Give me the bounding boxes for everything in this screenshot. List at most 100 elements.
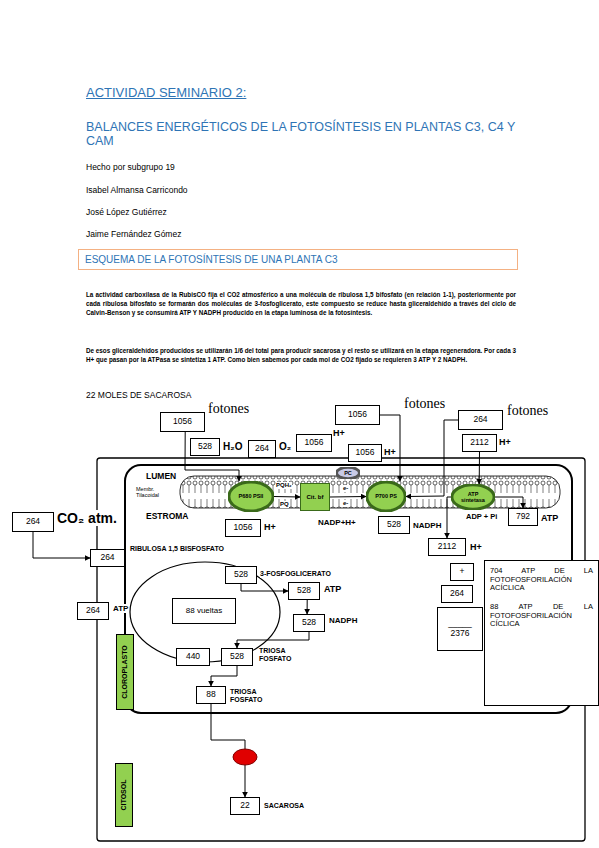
- ellipse-outline: [452, 485, 494, 509]
- node-text: 264: [100, 553, 114, 563]
- diagram-label: H+: [499, 437, 511, 447]
- connector: [241, 584, 288, 591]
- node-content: ESQUEMA DE LA FOTOSÍNTESIS DE UNA PLANTA…: [85, 254, 337, 266]
- connector: [274, 496, 300, 498]
- node-content: 2112: [470, 438, 488, 448]
- node-text: 528: [198, 442, 212, 452]
- quantity-box: 792: [508, 508, 538, 526]
- node-content: 1056: [305, 438, 324, 448]
- diagram-label: H₂O: [223, 441, 242, 453]
- node-content: 440: [186, 652, 200, 662]
- node-text: 2112: [470, 438, 488, 448]
- node-content: _____2376: [448, 619, 472, 639]
- node-text: ESQUEMA DE LA FOTOSÍNTESIS DE UNA PLANTA…: [85, 254, 337, 266]
- diagram-label: 3-FOSFOGLICERATO: [260, 570, 331, 578]
- connector: [380, 415, 400, 481]
- node-content: Cit. bf: [307, 494, 324, 501]
- document-text: La actividad carboxilasa de la RubisCO f…: [86, 290, 516, 317]
- connector: [237, 632, 309, 648]
- quantity-box: 528: [221, 648, 253, 666]
- diagram-label: NADP+H+: [318, 518, 356, 527]
- diagram-label: CO₂ atm.: [57, 510, 117, 526]
- node-content: 264: [26, 517, 40, 527]
- node-text: 528: [234, 570, 248, 580]
- diagram-label: PQ: [280, 501, 289, 508]
- node-text: 1056: [356, 448, 375, 458]
- node-text: CITOSOL: [120, 780, 128, 811]
- ellipse-outline: [336, 467, 359, 478]
- node-content: 528: [230, 652, 244, 662]
- quantity-box: 1056: [335, 405, 380, 425]
- connector: [406, 420, 458, 497]
- page-title: ACTIVIDAD SEMINARIO 2:: [86, 86, 246, 101]
- node-content: 528: [198, 442, 212, 452]
- node-content: P700 PS: [375, 493, 397, 499]
- node-content: 88 vueltas: [186, 606, 222, 615]
- document-text: De esos gliceraldehídos producidos se ut…: [86, 346, 516, 364]
- node-text: Cit. bf: [307, 494, 324, 501]
- compartment-bar: CLOROPLASTO: [116, 634, 134, 710]
- node-text: 528: [230, 652, 244, 662]
- document-text: BALANCES ENERGÉTICOS DE LA FOTOSÍNTESIS …: [86, 120, 526, 149]
- node-content: 2112: [438, 542, 456, 552]
- quantity-box: 264: [77, 602, 109, 620]
- node-text: 88: [206, 690, 215, 700]
- quantity-box: 528: [190, 438, 220, 456]
- node-content: ATP sintetasa: [456, 491, 490, 504]
- node-content: 528: [234, 570, 248, 580]
- node-text: 264: [255, 444, 269, 454]
- node-content: P680 PSII: [239, 493, 264, 499]
- diagram-label: LUMEN: [146, 472, 176, 482]
- quantity-box: 22: [230, 797, 260, 815]
- diagram-label: ADP + Pi: [466, 513, 497, 522]
- node-text: 440: [186, 652, 200, 662]
- node-text: 528: [297, 586, 311, 596]
- quantity-box: 264: [90, 549, 125, 567]
- node-content: 1056: [348, 410, 367, 420]
- plastocyanin-ellipse: PC: [336, 467, 360, 479]
- node-text: 88 ATP DE LA FOTOFOSFORILACIÓN CÍCLICA: [490, 603, 593, 629]
- node-text: 88 vueltas: [186, 606, 222, 615]
- node-text: 2112: [438, 542, 456, 552]
- connector: [307, 600, 308, 614]
- quantity-box: _____2376: [437, 607, 483, 651]
- node-content: CITOSOL: [120, 780, 128, 811]
- diagram-label: NADPH: [329, 616, 357, 625]
- document-text: Jaime Fernández Gómez: [86, 230, 181, 240]
- node-content: 528: [387, 520, 401, 530]
- quantity-box: +: [450, 563, 474, 581]
- quantity-box: 88: [196, 686, 226, 704]
- node-content: 528: [302, 618, 316, 628]
- connector: [495, 497, 523, 508]
- diagram-label: NADPH: [413, 521, 441, 530]
- diagram-label: TRIOSA FOSFATO: [230, 688, 270, 704]
- diagram-label: fotones: [404, 396, 445, 412]
- node-text: 1056: [348, 410, 367, 420]
- node-content: 704 ATP DE LA FOTOFOSFORILACIÓN ACÍCLICA…: [490, 567, 593, 639]
- node-content: 528: [297, 586, 311, 596]
- diagram-label: fotones: [507, 403, 548, 419]
- node-content: +: [460, 567, 465, 577]
- diagram-label: SACAROSA: [264, 802, 304, 810]
- section-header: ESQUEMA DE LA FOTOSÍNTESIS DE UNA PLANTA…: [78, 249, 518, 270]
- quantity-box: 1056: [296, 434, 332, 452]
- diagram-label: H+: [333, 428, 345, 438]
- quantity-box: 528: [293, 614, 325, 632]
- node-text: 528: [387, 520, 401, 530]
- diagram-label: ATP: [541, 513, 558, 523]
- cytochrome-box: Cit. bf: [300, 483, 330, 511]
- quantity-box: 1056: [225, 519, 261, 537]
- quantity-box: 528: [378, 516, 410, 534]
- node-content: 264: [473, 415, 487, 425]
- diagram-label: ESTROMA: [146, 512, 189, 522]
- cycle-count-box: 88 vueltas: [172, 598, 236, 624]
- quantity-box: 264: [458, 410, 503, 430]
- quantity-box: 1056: [160, 412, 205, 432]
- quantity-box: 1056: [348, 444, 382, 462]
- node-text: 704 ATP DE LA FOTOFOSFORILACIÓN ACÍCLICA: [490, 567, 593, 593]
- quantity-box: 528: [225, 566, 257, 584]
- node-text: PC: [344, 470, 352, 476]
- diagram-label: fotones: [208, 401, 249, 417]
- calvin-cycle: [130, 562, 280, 662]
